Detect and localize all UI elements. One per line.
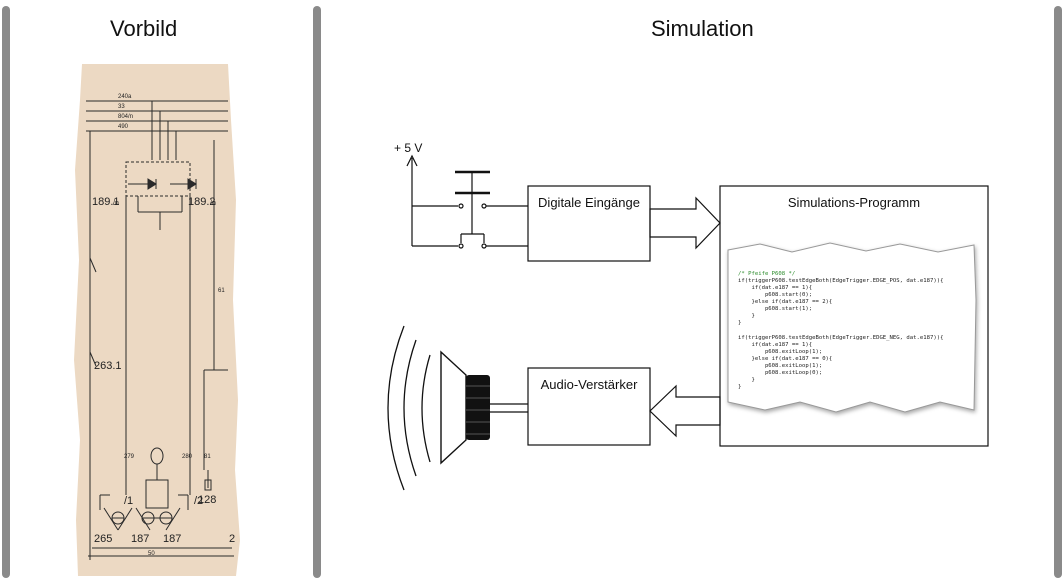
bottom-label-4: 2 [229,533,235,545]
divider-middle [313,6,321,578]
code-line: if(dat.e187 == 1){ [738,285,812,291]
wire-label-4: 61 [218,288,225,294]
code-line: } [738,384,741,390]
divider-right [1054,6,1062,578]
code-line: if(triggerP608.testEdgeBoth(EdgeTrigger.… [738,335,943,341]
bus-label-1: 240a [118,94,132,100]
digital-inputs-label: Digitale Eingänge [538,195,640,210]
divider-left [2,6,10,578]
wire-label-3: 81 [204,454,211,460]
code-line: if(dat.e187 == 1){ [738,342,812,348]
code-line: if(triggerP608.testEdgeBoth(EdgeTrigger.… [738,278,943,284]
code-line: p608.exitLoop(0); [738,370,822,376]
relay-right-label: 189.2 [188,196,216,208]
supply-label: + 5 V [394,141,422,155]
wire-label-2: 280 [182,454,193,460]
paper-scan [74,64,240,576]
vorbild-title: Vorbild [110,16,178,41]
bottom-label-1: 265 [94,533,112,545]
code-line: p608.start(1); [738,306,812,312]
sub-label-1: /1 [124,495,133,507]
right-label: 128 [198,494,216,506]
bus-label-2: 33 [118,104,125,110]
amplifier-label: Audio-Verstärker [541,377,638,392]
sub-label-2: /2 [194,495,203,507]
speaker-icon [387,325,490,491]
code-line: }else if(dat.e187 == 2){ [738,299,832,305]
code-line: p608.start(0); [738,292,812,298]
simulation-title: Simulation [651,16,754,41]
code-line: p608.exitLoop(1); [738,349,822,355]
wire-label-1: 279 [124,454,135,460]
bottom-label-3: 187 [163,533,181,545]
relay-left-label: 189.1 [92,196,120,208]
side-label: 263.1 [94,360,122,372]
relay-left-frac: /n [113,200,119,207]
code-block: /* Pfeife P608 */ if(triggerP608.testEdg… [738,271,943,390]
relay-right-frac: /n [210,200,216,207]
bottom-label-2: 187 [131,533,149,545]
code-line: /* Pfeife P608 */ [738,271,795,277]
bus-label-4: 490 [118,124,129,130]
code-line: } [738,313,755,319]
code-line: } [738,320,741,326]
program-label: Simulations-Programm [788,195,920,210]
code-line: p608.exitLoop(1); [738,363,822,369]
code-line: } [738,377,755,383]
dim-label: 50 [148,551,155,557]
code-paper [727,242,977,413]
bus-label-3: 804/n [118,114,133,120]
code-line: }else if(dat.e187 == 0){ [738,356,832,362]
